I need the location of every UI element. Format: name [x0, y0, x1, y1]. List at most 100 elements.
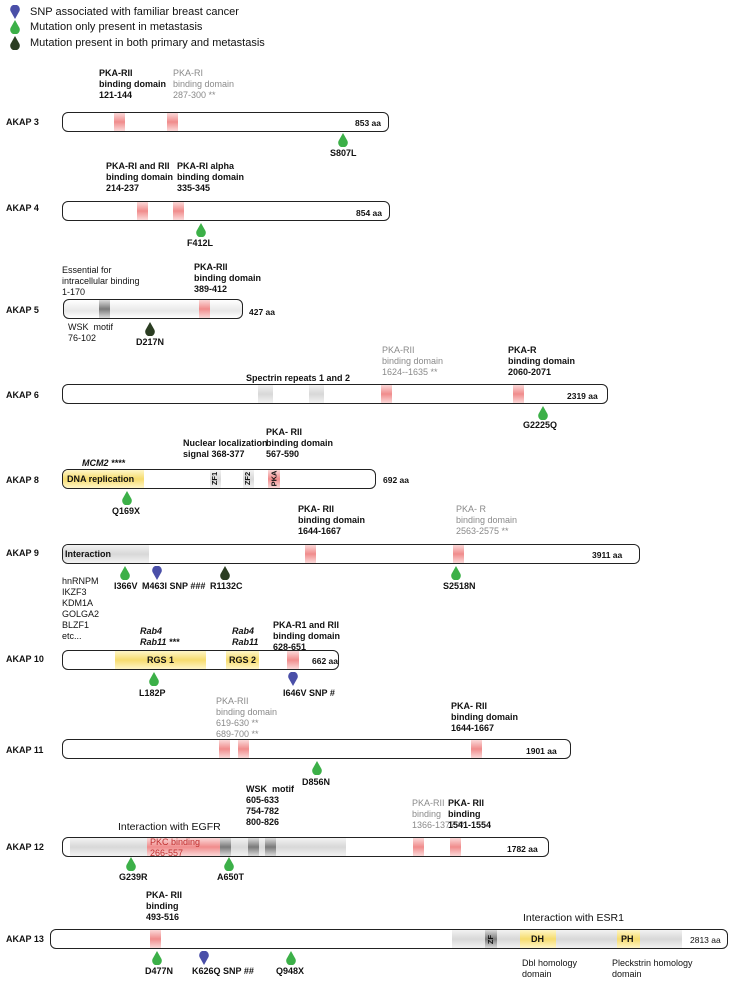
metastasis-marker-icon — [152, 951, 162, 965]
metastasis-marker-icon — [149, 672, 159, 686]
annotation: hnRNPM IKZF3 KDM1A GOLGA2 BLZF1 etc... — [62, 576, 100, 641]
metastasis-marker-icon — [10, 20, 20, 34]
mutation-label: L182P — [139, 688, 166, 698]
protein-bar — [62, 384, 608, 404]
binding-domain — [471, 740, 482, 758]
binding-domain — [199, 300, 210, 318]
metastasis-marker-icon — [126, 857, 136, 871]
protein-length: 3911 aa — [592, 550, 623, 560]
annotation: PKA-RI and RII binding domain 214-237 — [106, 161, 173, 193]
protein-bar — [62, 112, 389, 132]
mutation-label: K626Q SNP ## — [192, 966, 254, 976]
binding-domain — [137, 202, 148, 220]
pkc-binding-domain — [147, 838, 223, 856]
protein-length: 2813 aa — [690, 935, 721, 945]
annotation: PKA- RII binding domain 567-590 — [266, 427, 333, 459]
legend-snp-text: SNP associated with familiar breast canc… — [30, 6, 239, 18]
mutation-label: A650T — [217, 872, 245, 882]
metastasis-marker-icon — [451, 566, 461, 580]
annotation: PKA- RII binding 1541-1554 — [448, 798, 492, 830]
dna-replication-domain — [63, 470, 144, 488]
segment-label: PKA — [269, 470, 279, 487]
metastasis-marker-icon — [122, 491, 132, 505]
annotation: Pleckstrin homology domain — [612, 958, 693, 979]
annotation: PKA-RII binding domain 1624--1635 ** — [382, 345, 444, 377]
mutation-label: F412L — [187, 238, 214, 248]
annotation: PKA- RII binding 493-516 — [146, 890, 182, 922]
binding-domain — [381, 385, 392, 403]
segment-label: ZF2 — [243, 471, 253, 486]
segment-label: DNA replication — [67, 474, 135, 484]
segment-label: Interaction — [65, 549, 112, 559]
zinc-finger — [210, 470, 221, 488]
metastasis-marker-icon — [338, 133, 348, 147]
protein-name: AKAP 10 — [6, 654, 44, 664]
binding-domain — [450, 838, 461, 856]
binding-domain — [173, 202, 184, 220]
metastasis-marker-icon — [312, 761, 322, 775]
legend-both-text: Mutation present in both primary and met… — [30, 37, 265, 49]
annotation: PKC binding 266-557 — [150, 837, 201, 858]
legend-metastasis-text: Mutation only present in metastasis — [30, 21, 203, 33]
annotation: WSK motif 605-633 754-782 800-826 — [246, 784, 294, 827]
metastasis-marker-icon — [286, 951, 296, 965]
both-marker-icon — [10, 36, 20, 50]
annotation: Essential for intracellular binding 1-17… — [62, 265, 140, 297]
binding-domain — [305, 545, 316, 563]
pleckstrin-homology-domain — [617, 930, 640, 948]
segment-label: RGS 1 — [147, 655, 175, 665]
metastasis-marker-icon — [224, 857, 234, 871]
annotation: PKA-RI binding domain 287-300 ** — [173, 68, 235, 100]
protein-length: 692 aa — [383, 475, 409, 485]
protein-name: AKAP 13 — [6, 934, 44, 944]
metastasis-marker-icon — [538, 406, 548, 420]
protein-name: AKAP 11 — [6, 745, 44, 755]
protein-bar — [62, 544, 640, 564]
annotation: PKA-R binding domain 2060-2071 — [508, 345, 575, 377]
protein-bar — [62, 739, 571, 759]
protein-bar — [62, 201, 390, 221]
mutation-label: M463I SNP ### — [142, 581, 206, 591]
protein-name: AKAP 4 — [6, 203, 39, 213]
annotation: PKA-RII binding domain 619-630 ** 689-70… — [216, 696, 278, 739]
protein-length: 854 aa — [356, 208, 382, 218]
dbl-homology-domain — [520, 930, 556, 948]
snp-marker-icon — [288, 672, 298, 686]
annotation: PKA- R binding domain 2563-2575 ** — [456, 504, 518, 536]
protein-name: AKAP 3 — [6, 117, 39, 127]
annotation: PKA-RII binding domain 121-144 — [99, 68, 166, 100]
protein-name: AKAP 9 — [6, 548, 39, 558]
wsk-motif — [220, 838, 231, 856]
binding-domain — [114, 113, 125, 131]
annotation: PKA-R1 and RII binding domain 628-651 — [273, 620, 340, 652]
protein-name: AKAP 8 — [6, 475, 39, 485]
snp-marker-icon — [152, 566, 162, 580]
wsk-motif — [265, 838, 276, 856]
protein-length: 853 aa — [355, 118, 381, 128]
segment-label: ZF — [486, 934, 496, 945]
interaction-domain — [63, 545, 149, 563]
mutation-label: D856N — [302, 777, 331, 787]
wsk-motif — [248, 838, 259, 856]
binding-domain — [150, 930, 161, 948]
rgs2-domain — [226, 651, 259, 669]
annotation: WSK motif 76-102 — [68, 322, 114, 343]
binding-domain — [219, 740, 230, 758]
snp-marker-icon — [199, 951, 209, 965]
binding-domain — [238, 740, 249, 758]
mutation-label: Q169X — [112, 506, 141, 516]
binding-domain — [413, 838, 424, 856]
mutation-label: D477N — [145, 966, 174, 976]
both-marker-icon — [220, 566, 230, 580]
mutation-label: R1132C — [210, 581, 243, 591]
annotation: Spectrin repeats 1 and 2 — [246, 373, 351, 383]
annotation: Dbl homology domain — [522, 958, 578, 979]
mutation-label: S2518N — [443, 581, 476, 591]
spectrin-repeat — [309, 385, 324, 403]
zinc-finger — [243, 470, 254, 488]
binding-domain — [453, 545, 464, 563]
mutation-label: I646V SNP # — [283, 688, 335, 698]
segment-label: DH — [531, 934, 544, 944]
wsk-motif — [99, 300, 110, 318]
protein-length: 1782 aa — [507, 844, 538, 854]
